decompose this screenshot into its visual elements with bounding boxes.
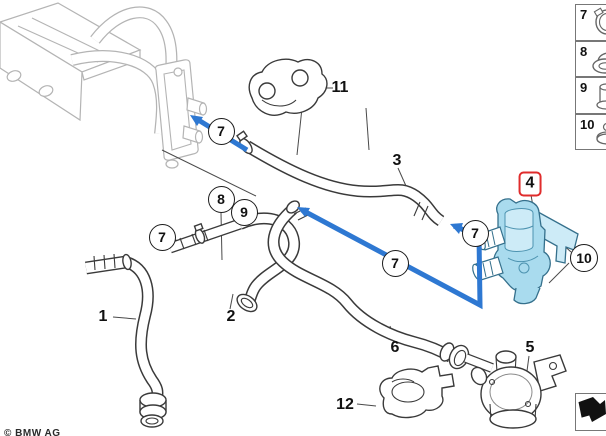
- heater-core-assembly: [0, 2, 208, 169]
- legend-num-9: 9: [580, 80, 588, 95]
- callout-circle-10[interactable]: 10: [570, 244, 598, 272]
- hose-3-part: [236, 130, 445, 227]
- legend-num-7: 7: [580, 7, 588, 22]
- hose-clamp-icon: [593, 7, 606, 35]
- callout-circle-7b[interactable]: 7: [148, 223, 176, 251]
- callout-circle-7a[interactable]: 7: [207, 117, 235, 145]
- legend-num-8: 8: [580, 43, 588, 59]
- bracket-12-part: [379, 365, 455, 419]
- callout-label-1[interactable]: 1: [98, 308, 108, 325]
- legend-cell-10[interactable]: 10: [575, 113, 606, 150]
- hose-1-part: [85, 253, 167, 428]
- copyright-text: © BMW AG: [4, 428, 61, 436]
- bracket-11-part: [248, 58, 328, 116]
- callout-circle-8[interactable]: 8: [207, 185, 235, 213]
- rear-direction-arrow-icon: [578, 397, 606, 422]
- callout-label-11[interactable]: 11: [331, 79, 349, 96]
- callout-circle-7d[interactable]: 7: [461, 219, 489, 247]
- callout-label-12[interactable]: 12: [336, 396, 354, 413]
- legend-cell-8[interactable]: 8: [575, 40, 606, 77]
- callout-label-5[interactable]: 5: [525, 339, 535, 356]
- legend-cell-7[interactable]: 7: [575, 4, 606, 41]
- callout-label-3[interactable]: 3: [392, 152, 402, 169]
- callout-circle-9[interactable]: 9: [230, 198, 258, 226]
- callout-label-6[interactable]: 6: [390, 339, 400, 356]
- callout-circle-7c[interactable]: 7: [381, 249, 409, 277]
- legend-num-10: 10: [580, 116, 595, 132]
- pump-5-part: [464, 350, 567, 429]
- valve-4-part: [472, 198, 579, 305]
- callout-label-4-highlighted[interactable]: 4: [518, 171, 542, 197]
- pipe-stub-icon: [596, 83, 606, 110]
- grommet-icon: [592, 52, 606, 74]
- sealing-cap-icon: [596, 122, 606, 145]
- legend-cell-9[interactable]: 9: [575, 77, 606, 114]
- callout-label-2[interactable]: 2: [226, 308, 236, 325]
- direction-indicator-box: [575, 393, 606, 431]
